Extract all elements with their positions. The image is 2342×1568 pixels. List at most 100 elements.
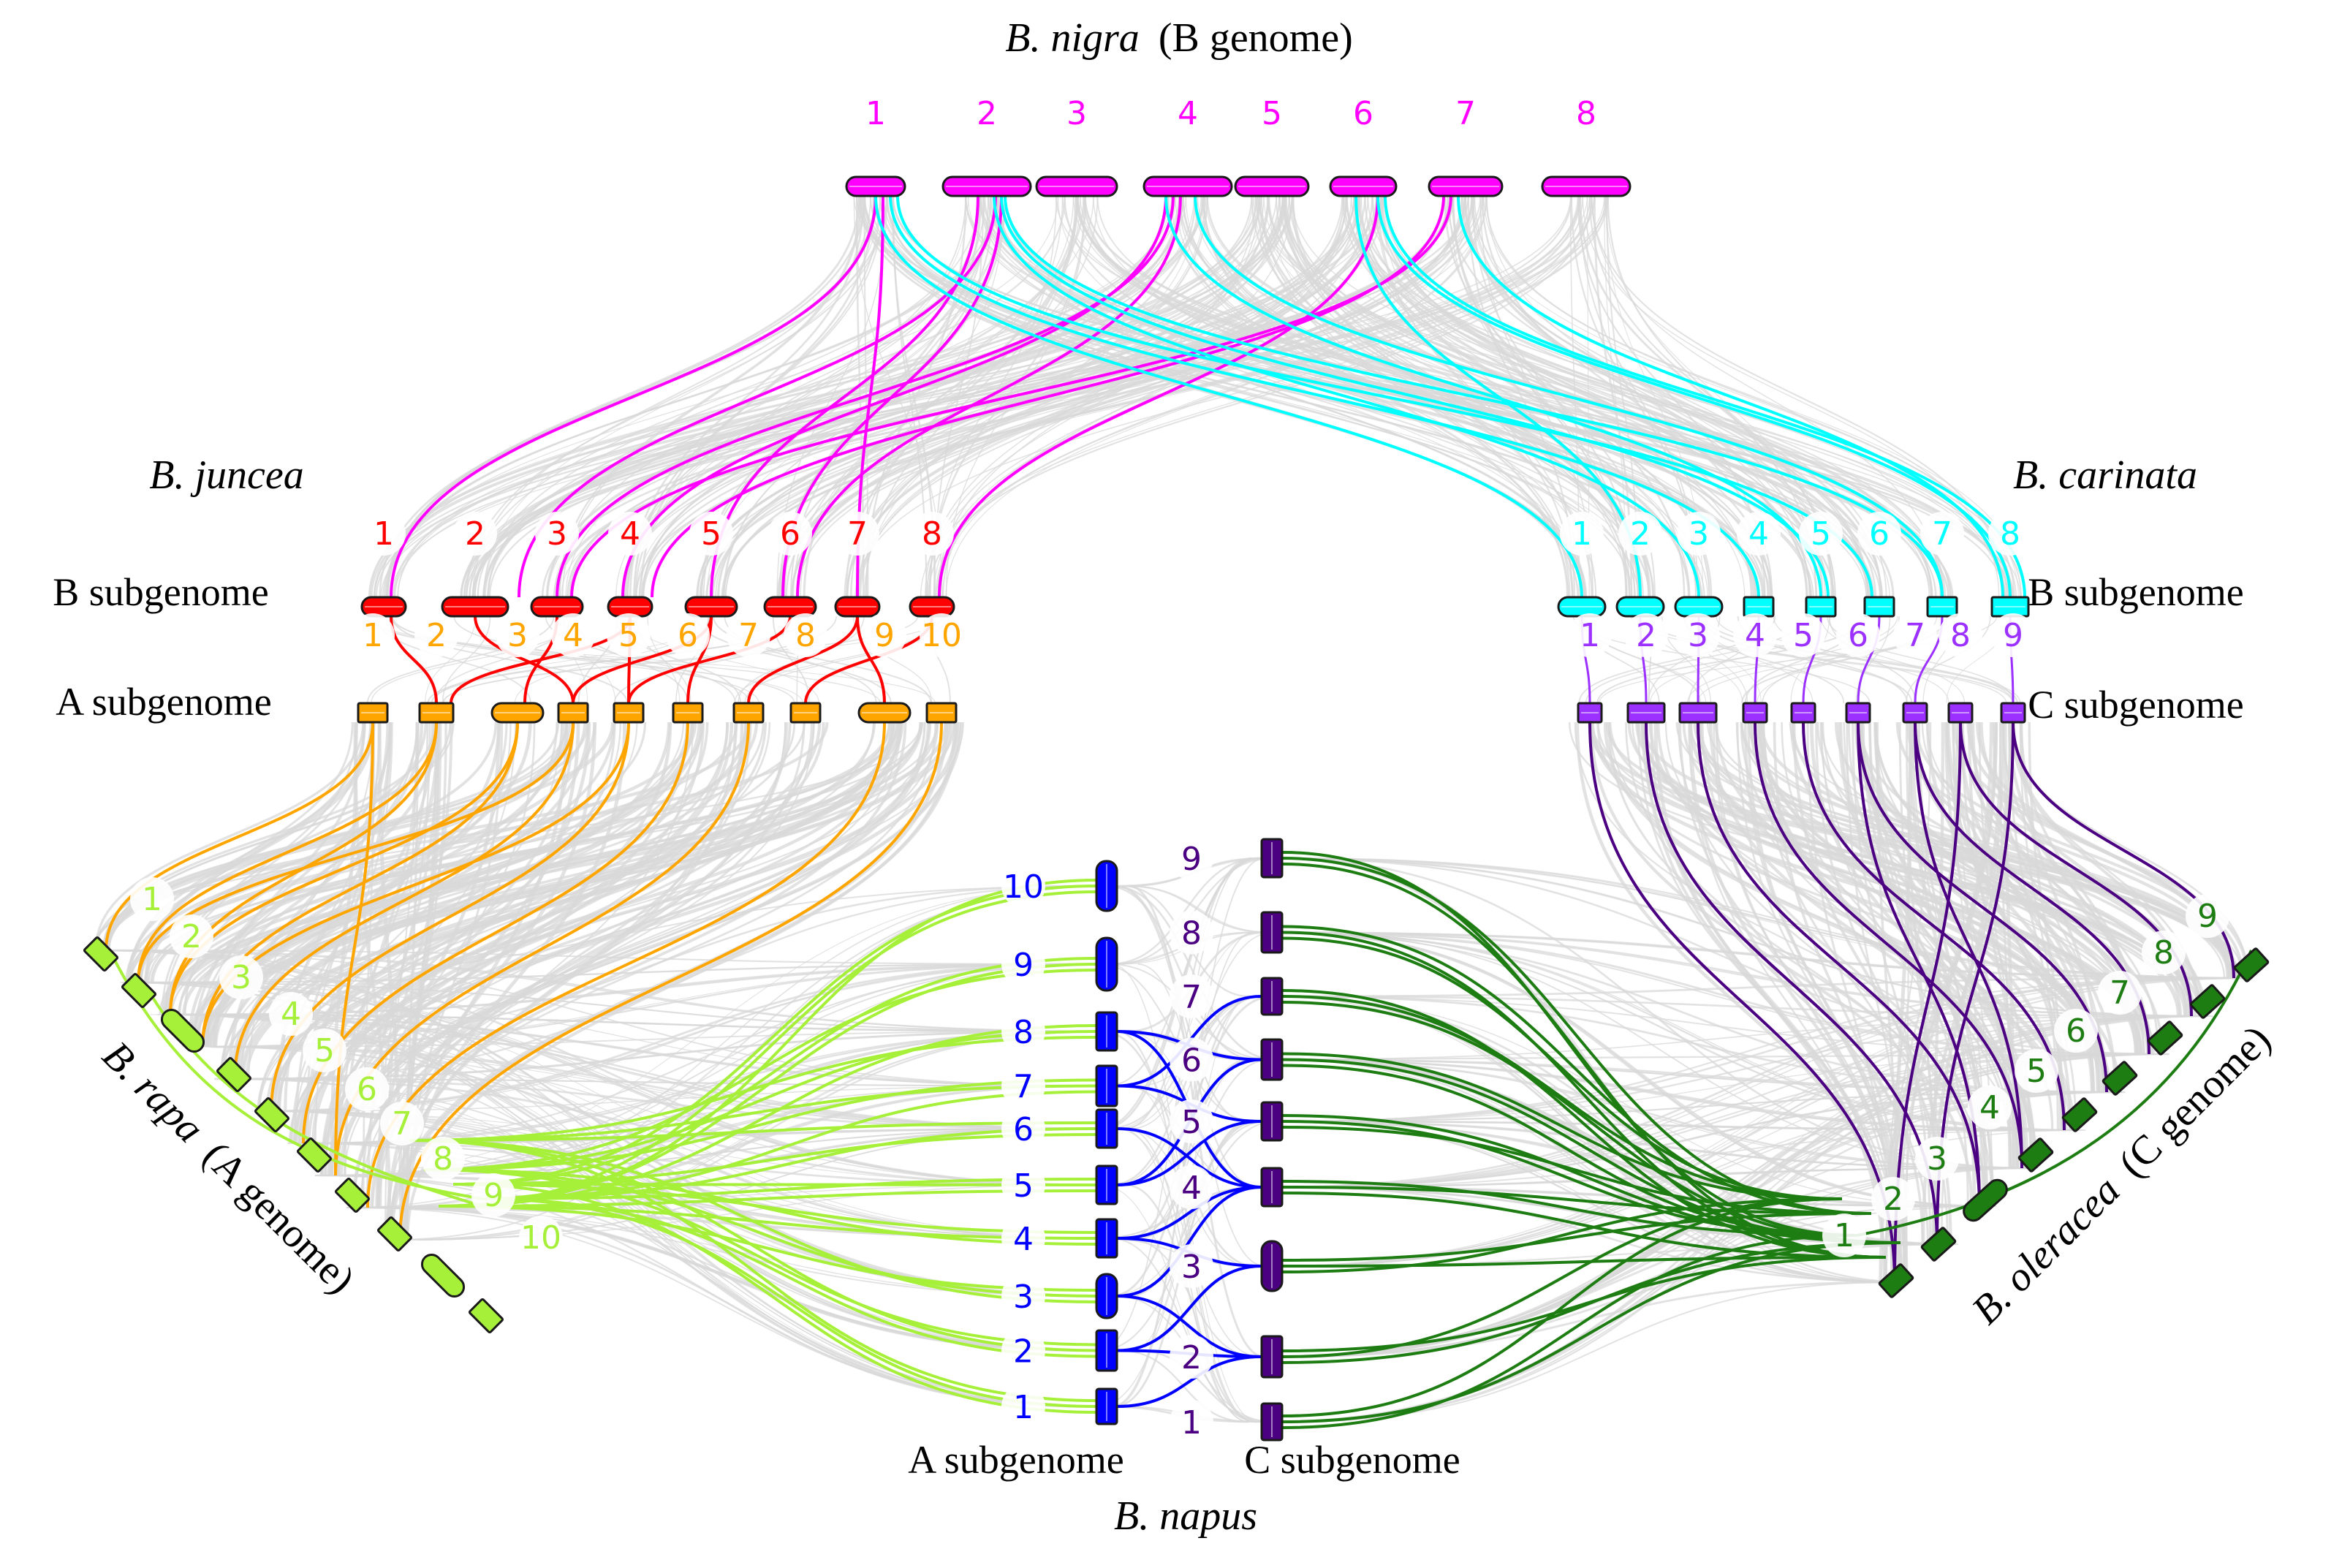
highlight-link (747, 616, 859, 704)
grey-link (228, 1078, 1087, 1087)
oleracea-chromosome-group-8 (2189, 984, 2226, 1019)
rapa-chromosome-group-8 (376, 1216, 413, 1252)
highlight-link (1281, 1052, 1843, 1200)
rapa-label-8: 8 (433, 1140, 453, 1178)
label-bubble (1799, 512, 1843, 556)
carinata-c-label-4: 4 (1745, 617, 1765, 654)
highlight-link (409, 1139, 1097, 1303)
label-bubble (1001, 1010, 1045, 1053)
grey-link (1485, 195, 2015, 598)
carinata-c-label-5: 5 (1793, 617, 1814, 654)
oleracea-label-2: 2 (1883, 1181, 1903, 1218)
highlight-link (452, 957, 1097, 1186)
highlight-link (1645, 721, 1939, 1245)
rapa-label-5: 5 (314, 1032, 335, 1069)
label-bubble (2015, 1049, 2058, 1093)
rapa-chromosome-9 (420, 1253, 466, 1298)
highlight-link (334, 721, 374, 1176)
grey-link (1286, 1053, 2134, 1188)
highlight-link (1281, 1001, 1901, 1244)
highlight-link (1000, 195, 1830, 598)
label-bubble (1871, 1177, 1915, 1221)
highlight-link (796, 195, 1182, 598)
label-bubble (727, 613, 770, 657)
rapa-chromosome-2 (121, 972, 157, 1009)
grey-link (1113, 996, 1263, 1186)
rapa-chromosome-7 (334, 1177, 371, 1213)
grey-link (1289, 857, 2221, 979)
grey-link (1483, 195, 2025, 598)
napus-a-label-6: 6 (1013, 1111, 1034, 1148)
rapa-label-1: 1 (142, 881, 162, 918)
rapa-chromosome-group-4 (216, 1056, 252, 1093)
oleracea-chromosome-group-1 (1878, 1263, 1914, 1298)
grey-link (724, 195, 1075, 598)
grey-link (1107, 857, 1262, 1087)
rapa-label-2: 2 (181, 918, 202, 955)
label-bubble (351, 613, 395, 657)
grey-link (391, 616, 628, 704)
label-bubble (519, 1216, 563, 1260)
label-bubble (1001, 1163, 1045, 1207)
grey-link (1761, 721, 2027, 1169)
grey-link (224, 1046, 1103, 1186)
label-bubble (910, 512, 954, 556)
highlight-link (409, 1036, 1097, 1142)
nigra-genome-label: (B genome) (1159, 15, 1353, 61)
label-bubble (1170, 1037, 1213, 1082)
label-bubble (1939, 613, 1982, 657)
juncea-a-label-8: 8 (795, 617, 816, 654)
nigra-label-3: 3 (1066, 95, 1087, 132)
highlight-link (1893, 721, 1962, 1283)
grey-link (230, 721, 590, 1080)
label-bubble (1920, 512, 1964, 556)
highlight-link (1457, 195, 2004, 598)
grey-link (1575, 721, 1895, 1283)
grey-link (1353, 195, 1752, 598)
highlight-link (1281, 1064, 1857, 1237)
oleracea-chromosome-1 (1878, 1263, 1914, 1298)
highlight-link (1116, 1186, 1262, 1240)
label-bubble (1001, 942, 1045, 986)
grey-link (1289, 977, 2235, 1188)
label-bubble (2098, 971, 2142, 1015)
napus-a-label-3: 3 (1013, 1279, 1034, 1316)
nigra-title: B. nigra (B genome) (1005, 15, 1352, 61)
grey-link (1268, 1015, 2184, 1061)
label-bubble (453, 512, 497, 556)
label-bubble (1170, 910, 1213, 955)
grey-link (380, 195, 1572, 598)
label-bubble (1676, 613, 1720, 657)
grey-link (277, 721, 382, 1112)
grey-link (1271, 1058, 2031, 1170)
juncea-b-label-1: 1 (374, 515, 394, 553)
highlight-link (1281, 1197, 1843, 1417)
juncea-a-label-9: 9 (874, 617, 895, 654)
oleracea-label-1: 1 (1834, 1217, 1854, 1254)
oleracea-label-9: 9 (2197, 898, 2218, 935)
grey-link (1099, 1120, 1276, 1352)
highlight-link (1384, 195, 2026, 598)
grey-link (1110, 885, 1276, 1061)
grey-link (1914, 721, 2245, 979)
grey-link (465, 195, 1596, 598)
highlight-link (1281, 1126, 1872, 1215)
grey-link (316, 885, 1096, 1176)
highlight-link (1281, 995, 1843, 1200)
highlight-link (409, 1084, 1097, 1142)
carinata-b-label-4: 4 (1748, 515, 1769, 553)
highlight-link (423, 1030, 1097, 1171)
highlight-link (1914, 721, 2023, 1169)
grey-link (144, 721, 354, 983)
grey-link (1380, 195, 1821, 598)
juncea-a-label-10: 10 (921, 617, 962, 654)
grey-link (1295, 1015, 2197, 1123)
grey-link (780, 195, 1348, 598)
grey-link (330, 721, 358, 1176)
highlight-link (1754, 721, 2023, 1169)
grey-link (126, 982, 1095, 1087)
grey-link (131, 963, 1102, 984)
highlight-link (482, 1197, 1097, 1358)
